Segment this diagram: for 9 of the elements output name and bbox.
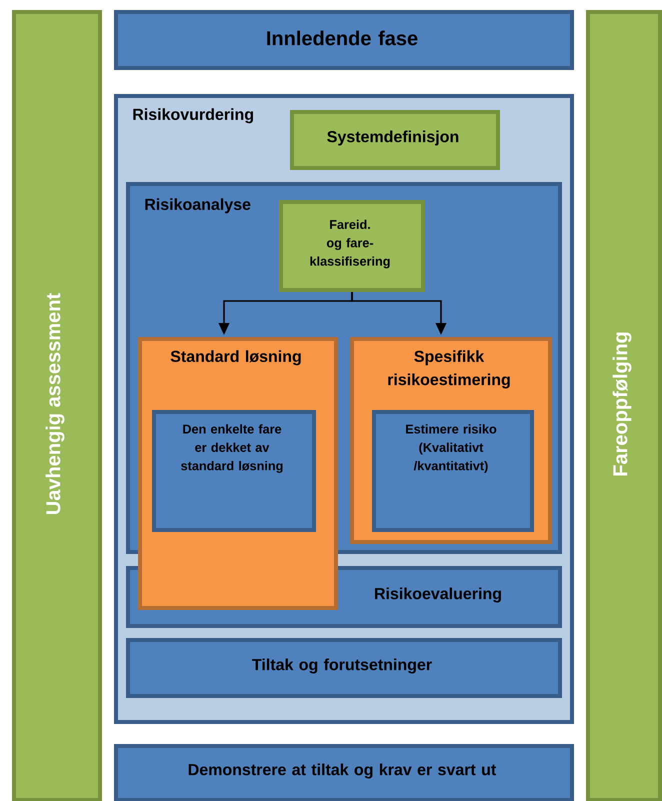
phase-box: Demonstrere at tiltak og krav er svart ut xyxy=(114,744,574,801)
side-bar: Uavhengig assessment xyxy=(12,10,102,801)
process-box: Den enkelte fare er dekket av standard løsning xyxy=(152,410,316,532)
process-box: Estimere risiko (Kvalitativt /kvantitativt) xyxy=(372,410,534,532)
phase-box: Innledende fase xyxy=(114,10,574,70)
process-box: Tiltak og forutsetninger xyxy=(126,638,562,698)
process-box: Fareid. og fare-klassifisering xyxy=(279,200,425,292)
side-bar: Fareoppfølging xyxy=(586,10,662,801)
process-box: Systemdefinisjon xyxy=(290,110,500,170)
